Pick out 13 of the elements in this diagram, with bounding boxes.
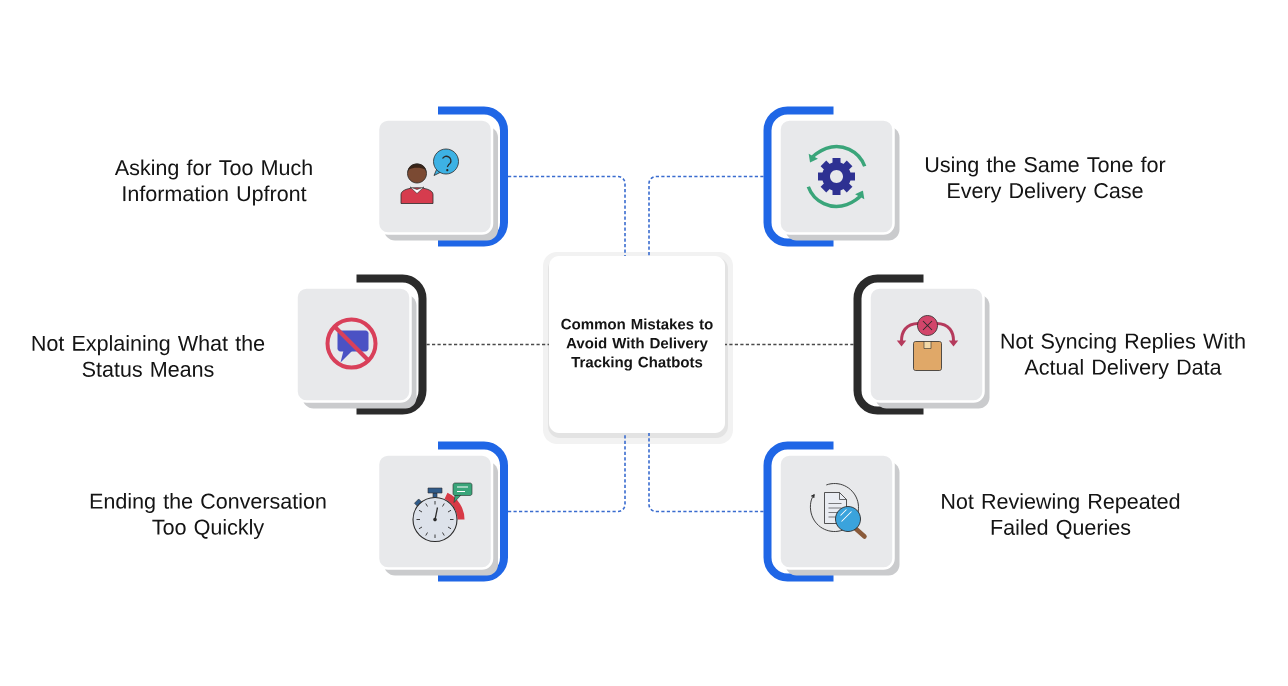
topic-box: Common Mistakes to Avoid With Delivery Tracking Chatbots — [543, 252, 733, 444]
connector-line — [425, 343, 550, 346]
label-text: Not Explaining What the Status Means — [32, 335, 265, 377]
connector-line — [507, 432, 626, 513]
label-text: Not Reviewing Repeated Failed Queries — [942, 493, 1180, 539]
connector-line — [507, 175, 626, 257]
label-text: Asking for Too Much Information Upfront — [114, 159, 312, 206]
connector-line — [648, 175, 765, 257]
label-text: Not Syncing Replies With Actual Delivery Data — [1001, 333, 1245, 380]
label-text: Ending the Conversation Too Quickly — [90, 493, 326, 540]
label-text: Using the Same Tone for Every Delivery Case — [925, 156, 1166, 203]
connector-line — [724, 343, 855, 346]
connector-line — [648, 432, 765, 513]
